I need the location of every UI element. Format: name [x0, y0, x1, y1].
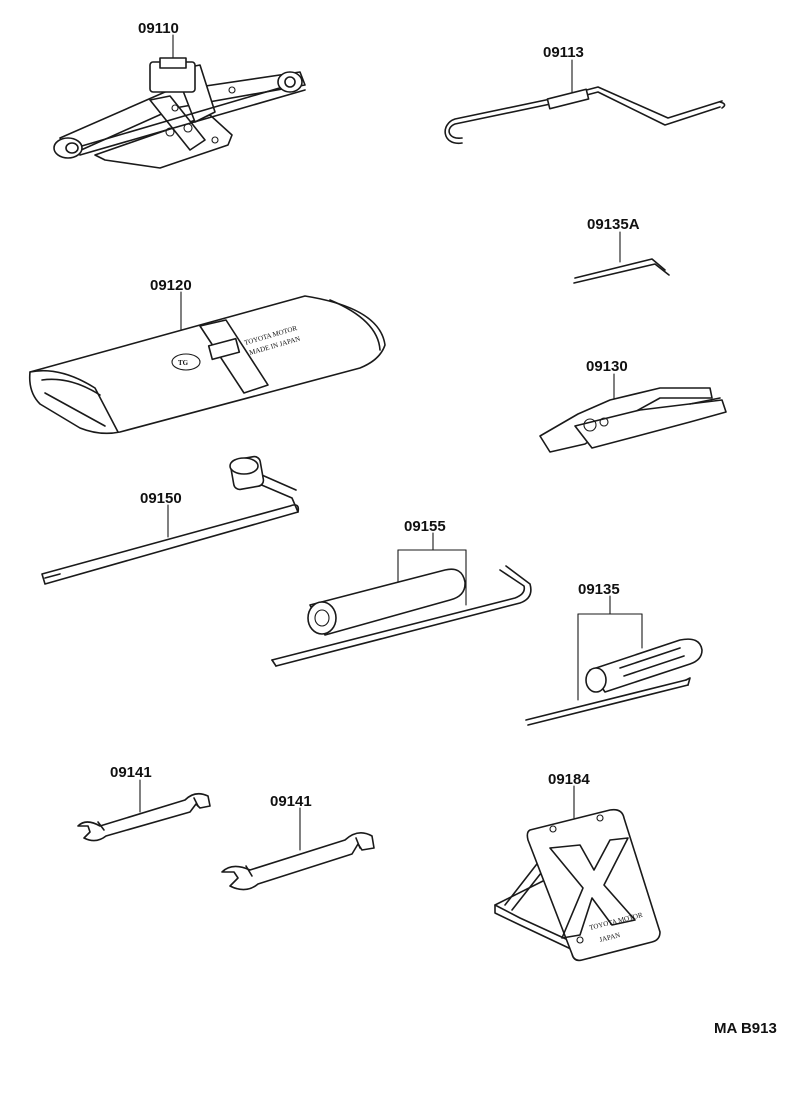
jack-handle-label: 09113 [543, 44, 584, 61]
warning-triangle-label: 09184 [548, 771, 590, 788]
jack-drawing [53, 34, 306, 169]
tool-bag-drawing: TG TOYOTA MOTOR MADE IN JAPAN [28, 291, 386, 435]
wrench-small-label: 09141 [110, 764, 152, 781]
figure-code: MA B913 [714, 1020, 777, 1037]
wrench-large-drawing [221, 807, 375, 891]
tool-bag-logo: TG [178, 359, 189, 367]
screwdriver-bit-drawing [573, 231, 670, 284]
warning-triangle-drawing: TOYOTA MOTOR JAPAN [494, 785, 661, 962]
wrench-large-label: 09141 [270, 793, 312, 810]
screwdriver-label: 09135 [578, 581, 620, 598]
lug-wrench-label: 09150 [140, 490, 182, 507]
screwdriver-bit-label: 09135A [587, 216, 640, 233]
plug-wrench-label: 09155 [404, 518, 446, 535]
plug-wrench-drawing [271, 532, 532, 667]
tool-bag-label: 09120 [150, 277, 192, 294]
screwdriver-drawing [525, 595, 703, 726]
jack-handle-drawing [444, 59, 726, 144]
pliers-drawing [539, 373, 727, 453]
pliers-label: 09130 [586, 358, 628, 375]
lug-wrench-drawing [41, 455, 300, 585]
wrench-small-drawing [77, 779, 211, 842]
jack-label: 09110 [138, 20, 179, 37]
